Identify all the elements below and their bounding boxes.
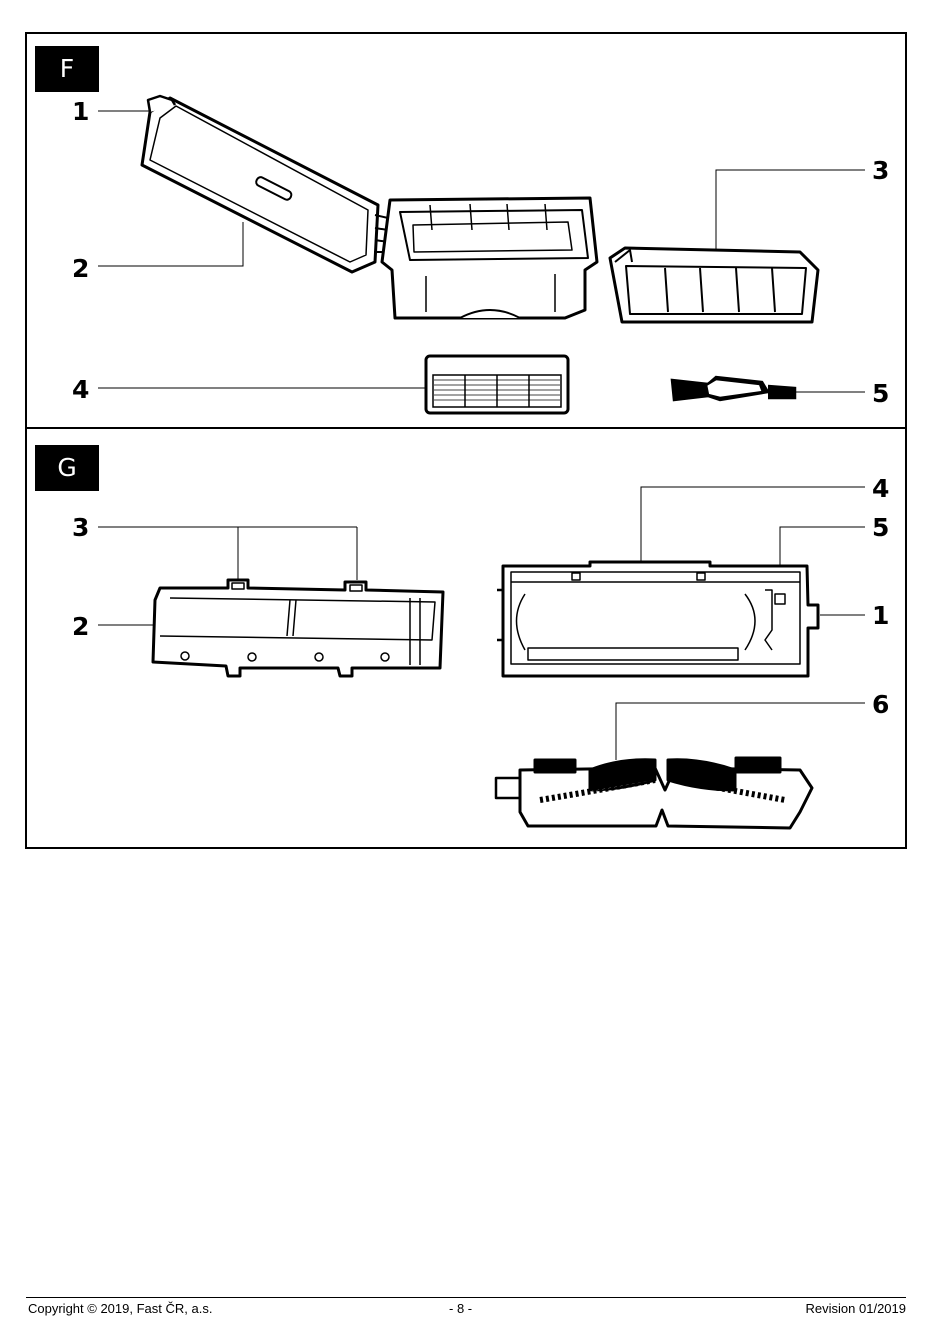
leader-g-6 bbox=[616, 703, 865, 760]
leader-f-2 bbox=[98, 222, 243, 266]
cleaning-brush bbox=[672, 377, 795, 400]
callout-g-5: 5 bbox=[872, 514, 889, 542]
dustbin-body bbox=[382, 198, 597, 318]
brush-housing bbox=[497, 562, 818, 676]
callout-f-1: 1 bbox=[72, 98, 89, 126]
callout-g-2: 2 bbox=[72, 613, 89, 641]
section-label-f: F bbox=[35, 46, 99, 92]
callout-f-2: 2 bbox=[72, 255, 89, 283]
footer-rule bbox=[26, 1297, 906, 1298]
callout-g-4: 4 bbox=[872, 475, 889, 503]
callout-f-4: 4 bbox=[72, 376, 89, 404]
leader-g-4 bbox=[641, 487, 865, 562]
callout-g-3: 3 bbox=[72, 514, 89, 542]
callout-g-6: 6 bbox=[872, 691, 889, 719]
brush-cover bbox=[153, 580, 443, 676]
roller-brush bbox=[496, 758, 812, 828]
callout-f-3: 3 bbox=[872, 157, 889, 185]
hepa-filter bbox=[426, 356, 568, 413]
leader-f-3 bbox=[716, 170, 865, 252]
footer-page-number: - 8 - bbox=[449, 1301, 472, 1316]
callout-f-5: 5 bbox=[872, 380, 889, 408]
footer-revision: Revision 01/2019 bbox=[806, 1301, 906, 1316]
footer-copyright: Copyright © 2019, Fast ČR, a.s. bbox=[28, 1301, 212, 1316]
filter-frame bbox=[610, 248, 818, 322]
dustbin-lid bbox=[142, 96, 378, 272]
section-label-g: G bbox=[35, 445, 99, 491]
callout-g-1: 1 bbox=[872, 602, 889, 630]
